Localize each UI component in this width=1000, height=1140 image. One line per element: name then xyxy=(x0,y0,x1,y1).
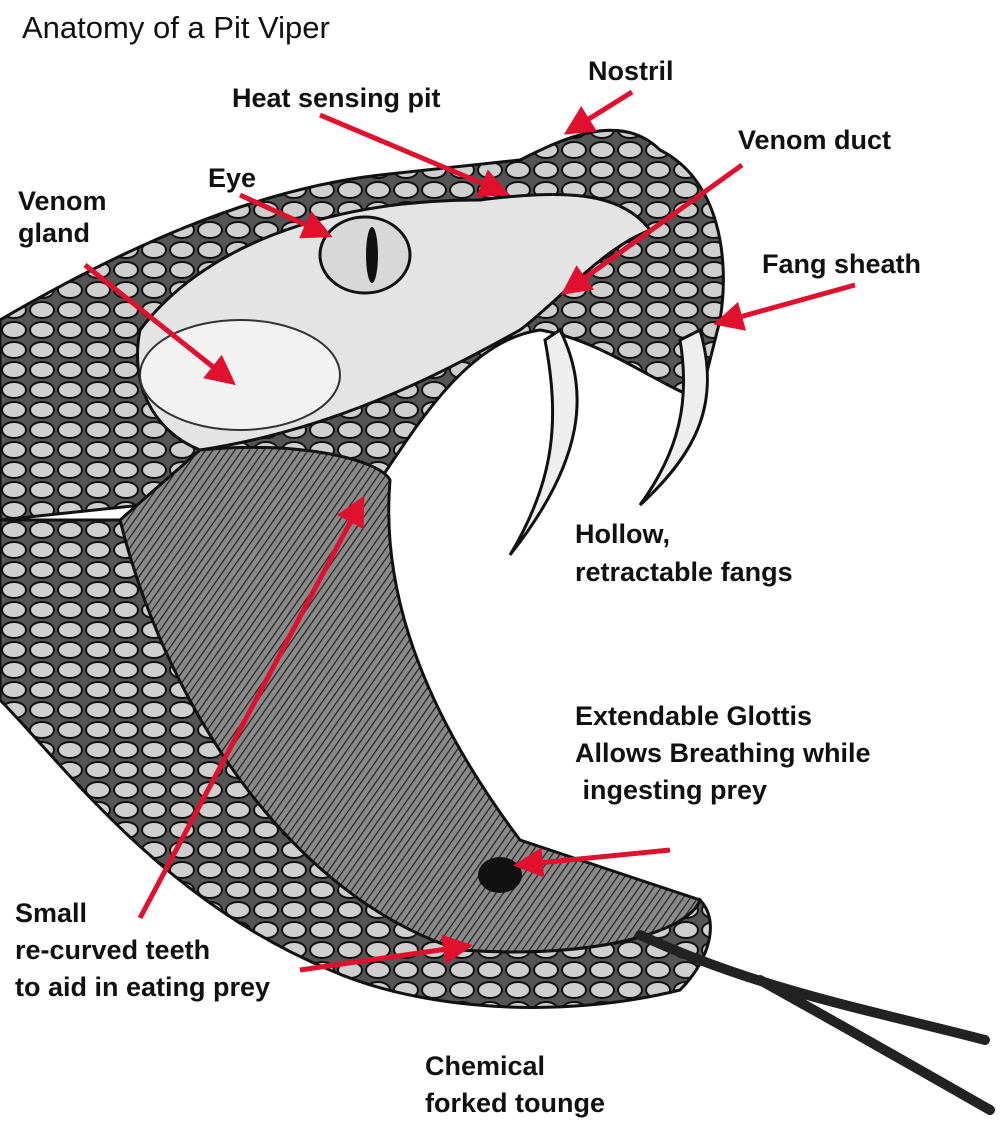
arrow-venom-duct xyxy=(560,162,744,295)
label-fangs: Hollow, retractable fangs xyxy=(575,515,793,591)
label-line: to aid in eating prey xyxy=(15,972,271,1002)
arrow-fang-sheath xyxy=(713,282,856,331)
label-line: Venom xyxy=(18,186,107,216)
arrow-eye xyxy=(238,192,333,239)
label-line: Extendable Glottis xyxy=(575,701,813,731)
label-line: gland xyxy=(18,218,90,248)
label-line: ingesting prey xyxy=(575,775,768,805)
label-line: Small xyxy=(15,898,88,928)
arrow-venom-gland xyxy=(83,263,236,386)
label-venom-gland: Venom gland xyxy=(18,185,107,249)
fang xyxy=(638,327,709,507)
label-line: Hollow, xyxy=(575,519,670,549)
label-line: re-curved teeth xyxy=(15,935,211,965)
fang xyxy=(508,327,579,556)
glottis xyxy=(478,857,522,893)
tongue xyxy=(635,930,995,1115)
venom-gland xyxy=(139,319,341,431)
label-heat-pit: Heat sensing pit xyxy=(232,83,441,113)
label-tongue: Chemical forked tounge xyxy=(425,1048,605,1122)
label-venom-duct: Venom duct xyxy=(738,125,892,155)
label-fang-sheath: Fang sheath xyxy=(762,249,922,279)
label-line: Chemical xyxy=(425,1051,546,1081)
diagram-title: Anatomy of a Pit Viper xyxy=(22,10,330,45)
label-line: forked tounge xyxy=(425,1088,605,1118)
arrow-teeth-upper xyxy=(137,495,365,920)
lower-jaw xyxy=(0,518,712,1009)
label-nostril: Nostril xyxy=(588,56,674,86)
eye xyxy=(318,215,412,295)
arrow-teeth-lower xyxy=(299,934,473,973)
arrow-heat-pit xyxy=(319,112,510,198)
arrow-glottis xyxy=(513,847,671,878)
label-line: retractable fangs xyxy=(575,557,793,587)
label-glottis: Extendable Glottis Allows Breathing whil… xyxy=(575,698,871,809)
label-teeth: Small re-curved teeth to aid in eating p… xyxy=(15,895,270,1006)
label-line: Allows Breathing while xyxy=(575,738,871,768)
label-eye: Eye xyxy=(208,163,257,193)
arrow-nostril xyxy=(563,89,634,135)
